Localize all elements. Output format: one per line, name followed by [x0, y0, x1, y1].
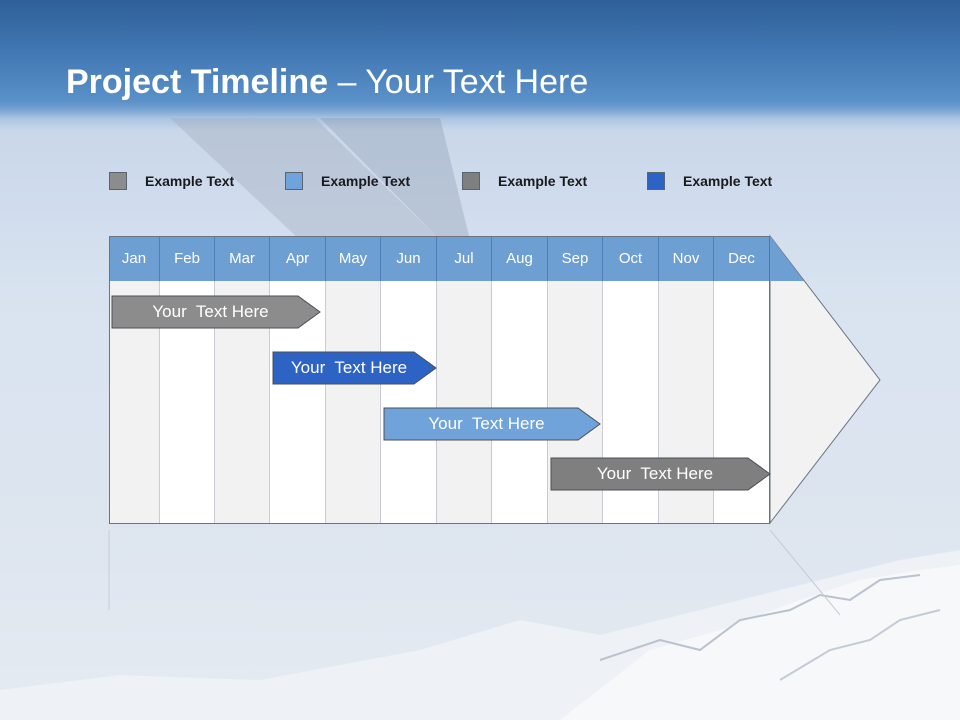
month-header-jul: Jul	[437, 236, 492, 281]
legend-swatch	[109, 172, 127, 190]
task-bar-label-1: Your Text Here	[152, 302, 269, 321]
month-header-mar: Mar	[215, 236, 270, 281]
slide-title-rest: – Your Text Here	[328, 63, 589, 101]
timeline-arrow-header-cap	[770, 236, 804, 281]
legend-item: Example Text	[647, 171, 772, 191]
mountain-backdrop	[0, 550, 960, 720]
month-header-aug: Aug	[492, 236, 548, 281]
legend-label: Example Text	[321, 173, 411, 189]
month-column	[437, 281, 492, 523]
legend-swatch	[647, 172, 665, 190]
task-bar-2[interactable]	[272, 351, 437, 385]
legend-item: Example Text	[109, 171, 234, 191]
legend-item: Example Text	[285, 171, 410, 191]
legend-swatch	[462, 172, 480, 190]
task-bar-3[interactable]	[383, 407, 601, 441]
task-bar-1[interactable]	[111, 295, 321, 329]
month-header-feb: Feb	[160, 236, 215, 281]
task-bar-label-4: Your Text Here	[596, 464, 714, 483]
month-header-dec: Dec	[714, 236, 770, 281]
month-header-jan: Jan	[109, 236, 160, 281]
month-column	[326, 281, 381, 523]
task-bar-4[interactable]	[550, 457, 771, 491]
legend-label: Example Text	[683, 173, 773, 189]
task-bar-label-3: Your Text Here	[428, 414, 545, 433]
task-bar-label-2: Your Text Here	[290, 358, 408, 377]
title-band	[0, 0, 960, 118]
month-header-nov: Nov	[659, 236, 714, 281]
legend-item: Example Text	[462, 171, 587, 191]
month-header-oct: Oct	[603, 236, 659, 281]
reflection-line-diagonal	[769, 529, 841, 616]
month-header-jun: Jun	[381, 236, 437, 281]
month-header-sep: Sep	[548, 236, 603, 281]
slide-title: Project Timeline – Your Text Here	[66, 58, 588, 106]
legend-label: Example Text	[498, 173, 588, 189]
slide-title-bold: Project Timeline	[66, 63, 329, 101]
legend-label: Example Text	[145, 173, 235, 189]
month-column	[492, 281, 548, 523]
month-header-may: May	[326, 236, 381, 281]
legend-swatch	[285, 172, 303, 190]
month-column	[381, 281, 437, 523]
month-header-apr: Apr	[270, 236, 326, 281]
